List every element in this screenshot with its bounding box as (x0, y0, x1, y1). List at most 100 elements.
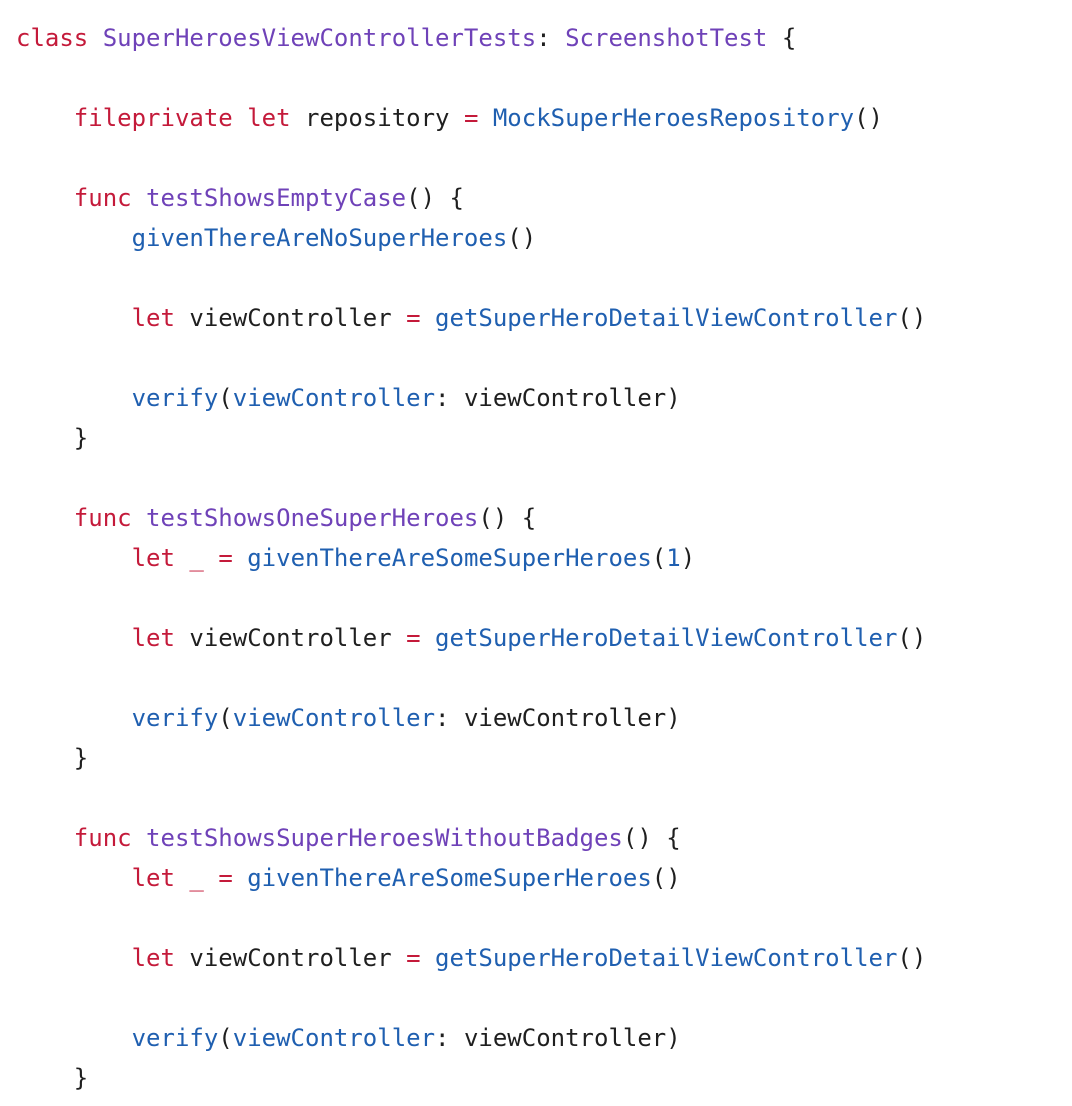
code-token: () (507, 224, 537, 252)
code-token (478, 104, 492, 132)
code-token: () { (622, 824, 681, 852)
code-token: = (463, 104, 479, 132)
code-token: viewController (232, 1024, 436, 1052)
code-token (16, 504, 74, 532)
code-line (16, 458, 926, 498)
code-token: let (131, 304, 175, 332)
code-token: : viewController) (435, 384, 681, 412)
code-token (233, 864, 247, 892)
code-token (175, 864, 189, 892)
code-token: { (767, 24, 797, 52)
code-token (88, 24, 102, 52)
code-token: givenThereAreSomeSuperHeroes (247, 864, 652, 892)
code-block[interactable]: class SuperHeroesViewControllerTests: Sc… (16, 18, 926, 1098)
code-line: fileprivate let repository = MockSuperHe… (16, 98, 926, 138)
code-token: ) (680, 544, 696, 572)
code-token: ( (218, 1024, 233, 1052)
code-token: _ (189, 864, 204, 892)
code-line: } (16, 738, 926, 778)
code-token (421, 304, 435, 332)
code-token (16, 1024, 132, 1052)
code-line: verify(viewController: viewController) (16, 1018, 926, 1058)
code-token: testShowsEmptyCase (146, 184, 407, 212)
code-token (233, 544, 247, 572)
code-token: func (73, 504, 132, 532)
code-line (16, 778, 926, 818)
code-token (16, 624, 132, 652)
code-token (175, 544, 189, 572)
code-token: getSuperHeroDetailViewController (435, 944, 898, 972)
code-token: } (16, 1064, 89, 1092)
code-token (16, 184, 74, 212)
code-token: } (16, 424, 89, 452)
code-token: : (536, 24, 566, 52)
code-token: let (131, 944, 175, 972)
code-token: verify (131, 704, 219, 732)
code-token (16, 104, 74, 132)
code-line: let _ = givenThereAreSomeSuperHeroes(1) (16, 538, 926, 578)
code-token: let (131, 864, 175, 892)
code-token: } (16, 744, 89, 772)
code-token (204, 864, 218, 892)
code-token: testShowsOneSuperHeroes (146, 504, 479, 532)
code-token: : viewController) (435, 1024, 681, 1052)
code-token: repository (290, 104, 464, 132)
code-line: let viewController = getSuperHeroDetailV… (16, 298, 927, 338)
code-token (16, 224, 132, 252)
code-token: testShowsSuperHeroesWithoutBadges (146, 824, 623, 852)
code-line (16, 138, 926, 178)
code-line: let viewController = getSuperHeroDetailV… (16, 618, 927, 658)
code-token: () { (406, 184, 464, 212)
code-line: let _ = givenThereAreSomeSuperHeroes() (16, 858, 926, 898)
code-token: = (406, 304, 421, 332)
code-line (16, 58, 926, 98)
code-line (16, 658, 926, 698)
code-token: getSuperHeroDetailViewController (435, 304, 898, 332)
code-token: ( (651, 544, 667, 572)
code-token: 1 (666, 544, 681, 572)
code-line: } (16, 1058, 926, 1098)
code-token: viewController (174, 944, 407, 972)
code-token (16, 704, 132, 732)
code-token: viewController (174, 304, 407, 332)
code-line (16, 258, 926, 298)
code-token: : viewController) (435, 704, 681, 732)
code-line: verify(viewController: viewController) (16, 698, 926, 738)
code-token: func (73, 184, 132, 212)
code-line: } (16, 418, 926, 458)
code-token: () { (478, 504, 537, 532)
code-token: let (247, 104, 291, 132)
code-token: = (218, 864, 233, 892)
code-token: = (218, 544, 233, 572)
code-token: fileprivate (73, 104, 233, 132)
code-line: class SuperHeroesViewControllerTests: Sc… (16, 18, 926, 58)
code-token: givenThereAreNoSuperHeroes (131, 224, 508, 252)
code-token: = (406, 624, 421, 652)
code-token (421, 944, 435, 972)
code-token: () (897, 944, 927, 972)
code-line: givenThereAreNoSuperHeroes() (16, 218, 926, 258)
code-token (204, 544, 218, 572)
code-token: viewController (174, 624, 407, 652)
code-token (233, 104, 247, 132)
code-token: ( (218, 704, 233, 732)
code-line: func testShowsEmptyCase() { (16, 178, 926, 218)
code-token: viewController (232, 384, 436, 412)
code-token: ScreenshotTest (565, 24, 768, 52)
code-token: = (406, 944, 421, 972)
code-token: let (131, 544, 175, 572)
code-token: let (131, 624, 175, 652)
code-line (16, 978, 926, 1018)
code-token: verify (131, 384, 219, 412)
code-token: class (16, 24, 89, 52)
code-token: viewController (232, 704, 436, 732)
code-token (16, 544, 132, 572)
code-token (421, 624, 435, 652)
code-line (16, 578, 926, 618)
code-token (16, 824, 74, 852)
code-token: () (897, 304, 927, 332)
code-token: getSuperHeroDetailViewController (435, 624, 898, 652)
code-token (16, 944, 132, 972)
code-token: () (897, 624, 927, 652)
